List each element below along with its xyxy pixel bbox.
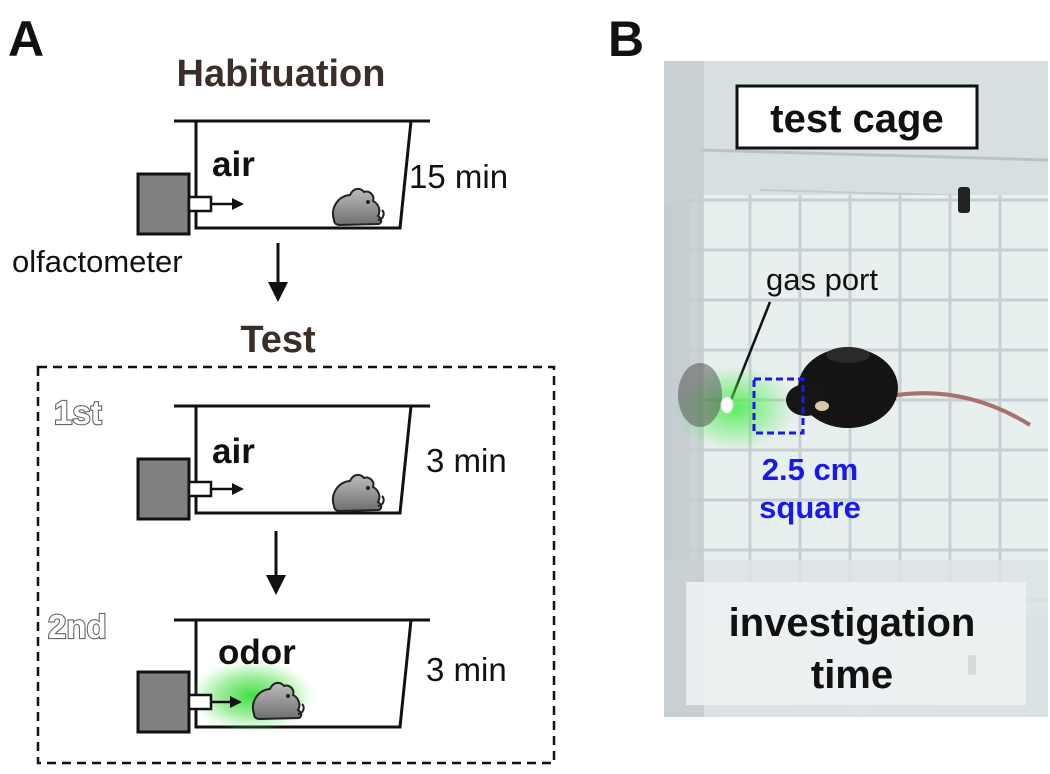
- measure-label-line1: investigation: [729, 601, 976, 645]
- trial-2-order: 2nd: [48, 608, 107, 645]
- measure-label-line2: time: [811, 653, 893, 697]
- mouse-photo-icon: [786, 347, 1032, 428]
- trial-1-duration: 3 min: [426, 442, 507, 479]
- trial-1-stimulus-label: air: [212, 432, 255, 471]
- habituation-stimulus-label: air: [212, 145, 255, 184]
- olfactometer-device: [136, 670, 213, 734]
- square-size-label: 2.5 cm: [762, 452, 859, 487]
- airflow-arrow-icon: [210, 198, 244, 210]
- habituation-duration: 15 min: [409, 158, 508, 195]
- investigation-square: [752, 377, 805, 435]
- trial-1-order: 1st: [54, 394, 102, 431]
- airflow-arrow-icon: [210, 483, 244, 495]
- test-title: Test: [240, 319, 316, 361]
- panel-b-letter: B: [608, 11, 644, 67]
- gas-port-dot: [720, 396, 734, 414]
- gas-port-label: gas port: [766, 262, 878, 297]
- test-phase-box: [36, 365, 556, 765]
- habituation-title: Habituation: [177, 53, 386, 95]
- measure-label-box: [686, 582, 1026, 705]
- test-cage-label: test cage: [770, 97, 943, 141]
- olfactometer-device: [136, 172, 213, 236]
- olfactometer-label: olfactometer: [12, 244, 183, 279]
- mouse-icon: [331, 187, 385, 226]
- sequence-arrow-icon: [268, 243, 288, 302]
- sequence-arrow-icon: [266, 531, 286, 595]
- panel-a-letter: A: [8, 11, 44, 67]
- mouse-icon: [331, 473, 385, 512]
- trial-2-cage: [174, 618, 430, 729]
- port-hole: [678, 363, 722, 427]
- airflow-arrow-icon: [210, 696, 242, 708]
- test-cage-label-box: [735, 84, 979, 150]
- square-shape-label: square: [759, 490, 861, 525]
- trial-2-stimulus-label: odor: [218, 633, 296, 672]
- olfactometer-device: [136, 457, 213, 521]
- habituation-cage: [174, 119, 430, 230]
- trial-2-duration: 3 min: [426, 651, 507, 688]
- trial-1-cage: [174, 404, 430, 515]
